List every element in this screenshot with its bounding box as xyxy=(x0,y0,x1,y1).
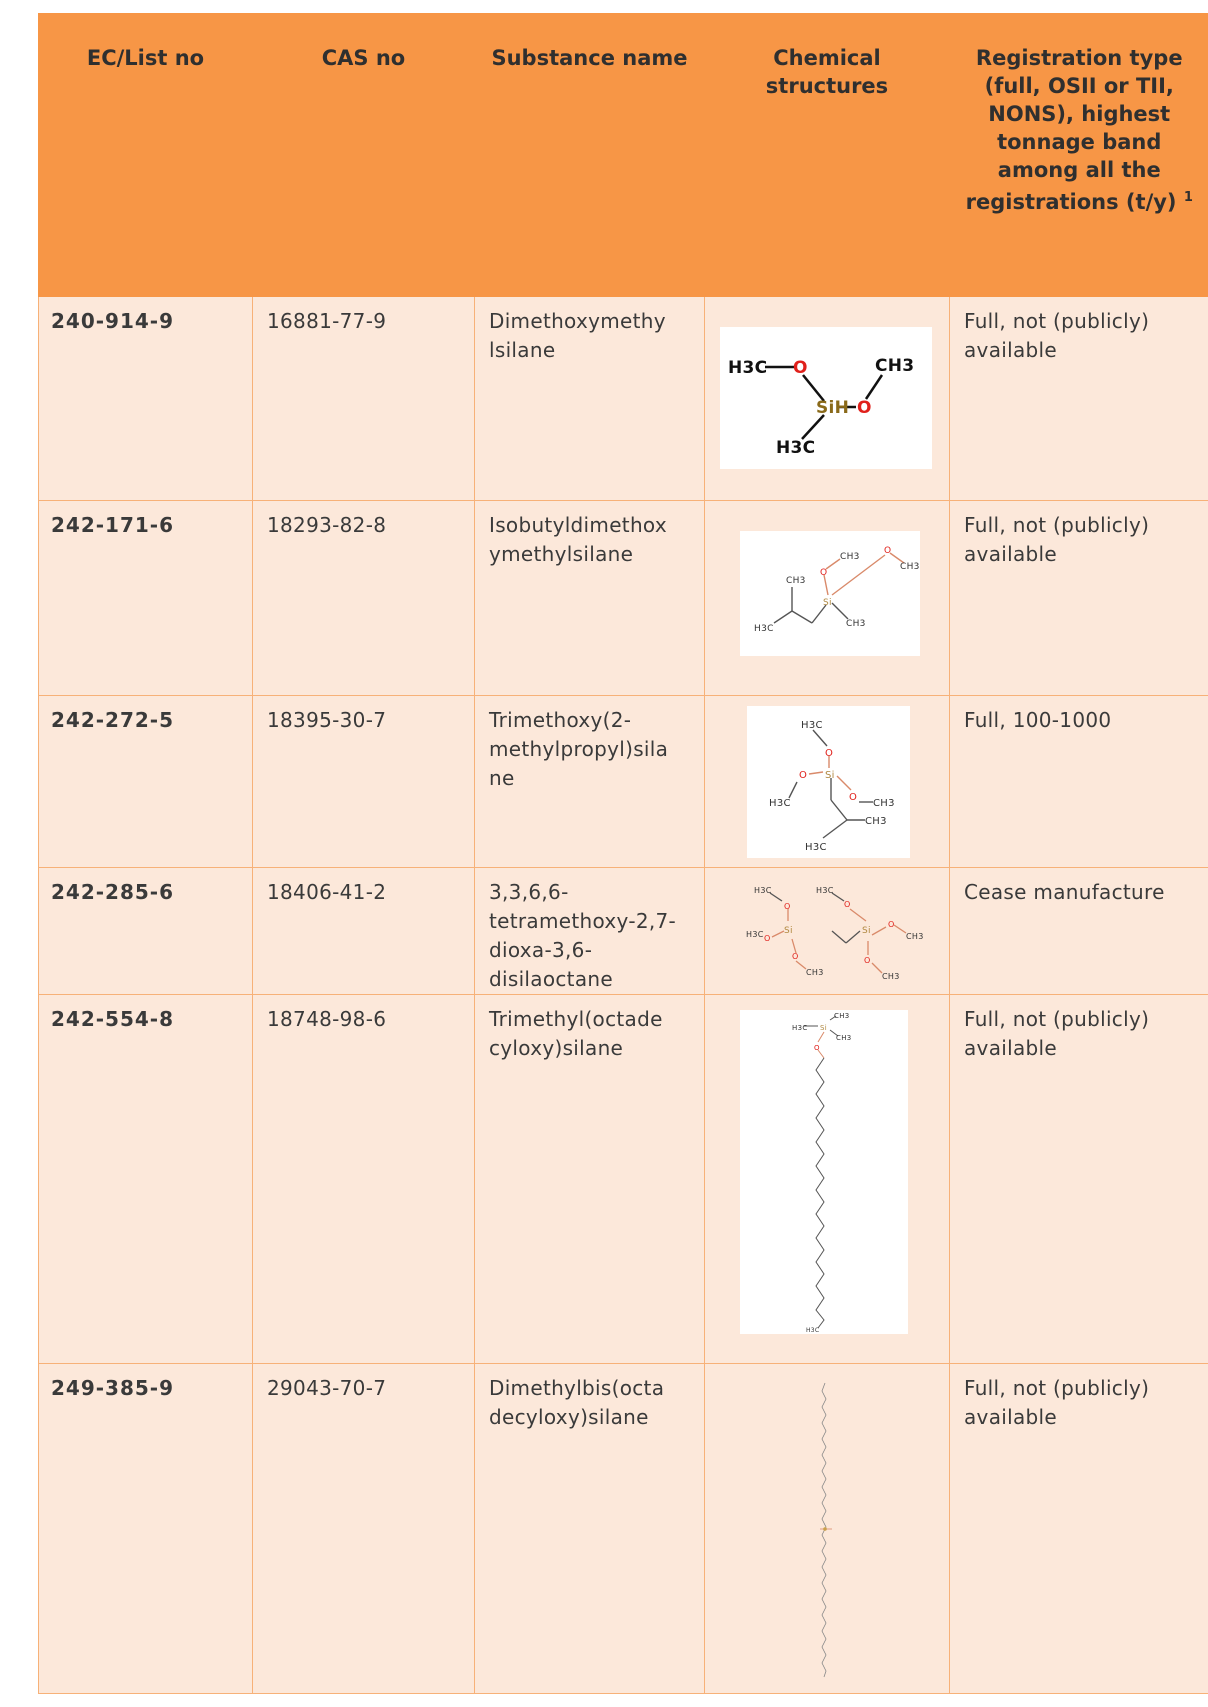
h3c-label: H3C xyxy=(746,930,764,939)
oxygen-label: O xyxy=(814,1044,820,1052)
ec-number: 242-171-6 xyxy=(38,500,253,696)
ch3-label: CH3 xyxy=(806,968,824,977)
oxygen-label: O xyxy=(857,398,872,418)
structure-image-dimethoxymethylsilane: H3C O CH3 SiH O H3C xyxy=(720,327,932,469)
silicon-label: Si xyxy=(820,1024,827,1032)
oxygen-label: O xyxy=(820,568,827,578)
header-substance-name: Substance name xyxy=(474,13,705,297)
table-row: 242-272-5 18395-30-7 Trimethoxy(2-methyl… xyxy=(38,695,1208,868)
h3c-label: H3C xyxy=(801,720,823,731)
oxygen-label: O xyxy=(884,546,891,556)
registration-type: Full, not (publicly) available xyxy=(949,500,1208,696)
structure-cell: H3C O Si O O CH3 H3C CH3 H3C xyxy=(704,695,950,868)
substance-name: Dimethylbis(octa decyloxy)silane xyxy=(474,1363,705,1694)
cas-number: 18748-98-6 xyxy=(252,994,475,1364)
oxygen-label: O xyxy=(844,900,851,909)
h3c-label: H3C xyxy=(769,798,791,809)
header-ec-list-no: EC/List no xyxy=(38,13,253,297)
ch3-label: CH3 xyxy=(873,798,895,809)
cas-number: 18406-41-2 xyxy=(252,867,475,995)
table-row: 249-385-9 29043-70-7 Dimethylbis(octa de… xyxy=(38,1363,1208,1694)
ec-number: 240-914-9 xyxy=(38,296,253,501)
h3c-label: H3C xyxy=(806,1327,819,1334)
ch3-label: CH3 xyxy=(834,1012,850,1020)
oxygen-label: O xyxy=(764,934,771,943)
cas-number: 29043-70-7 xyxy=(252,1363,475,1694)
ch3-label: CH3 xyxy=(786,576,806,586)
h3c-label: H3C xyxy=(754,624,774,634)
oxygen-label: O xyxy=(849,792,857,803)
silicon-label: Si xyxy=(784,926,793,936)
oxygen-label: O xyxy=(793,358,808,378)
cas-number: 16881-77-9 xyxy=(252,296,475,501)
substance-name: Trimethyl(octade cyloxy)silane xyxy=(474,994,705,1364)
registration-type: Full, 100-1000 xyxy=(949,695,1208,868)
h3c-label: H3C xyxy=(792,1024,808,1032)
silicon-label: Si xyxy=(862,926,871,936)
substance-name: Dimethoxymethy lsilane xyxy=(474,296,705,501)
cas-number: 18293-82-8 xyxy=(252,500,475,696)
ec-number: 242-272-5 xyxy=(38,695,253,868)
structure-cell: H3C O Si O H3C O CH3 H3C O Si O CH3 O CH… xyxy=(704,867,950,995)
table-row: 242-171-6 18293-82-8 Isobutyldimethox ym… xyxy=(38,500,1208,696)
footnote-marker: 1 xyxy=(1183,190,1193,205)
table-row: 240-914-9 16881-77-9 Dimethoxymethy lsil… xyxy=(38,296,1208,501)
structure-cell: H3C O CH3 SiH O H3C xyxy=(704,296,950,501)
silicon-label: Si xyxy=(823,598,832,608)
substance-name: Trimethoxy(2-methylpropyl)sila ne xyxy=(474,695,705,868)
ch3-label: CH3 xyxy=(900,562,920,572)
registration-type: Full, not (publicly) available xyxy=(949,994,1208,1364)
h3c-label: H3C xyxy=(754,886,772,895)
ec-number: 242-285-6 xyxy=(38,867,253,995)
cas-number: 18395-30-7 xyxy=(252,695,475,868)
structure-image-dimethylbis-octadecyloxy-silane xyxy=(810,1379,840,1679)
ch3-label: CH3 xyxy=(865,816,887,827)
ch3-label: CH3 xyxy=(840,552,860,562)
header-cas-no: CAS no xyxy=(252,13,475,297)
structure-cell: H3C Si CH3 CH3 O H3C xyxy=(704,994,950,1364)
silicon-label: Si xyxy=(825,770,835,781)
h3c-label: H3C xyxy=(728,358,767,378)
h3c-label: H3C xyxy=(816,886,834,895)
structure-image-isobutyldimethoxymethylsilane: CH3 O CH3 O CH3 Si CH3 H3C xyxy=(740,531,920,656)
registration-type: Cease manufacture xyxy=(949,867,1208,995)
table-header: EC/List no CAS no Substance name Chemica… xyxy=(38,13,1208,297)
structure-image-bis-trimethoxysilyl-ethane: H3C O Si O H3C O CH3 H3C O Si O CH3 O CH… xyxy=(740,883,925,983)
structure-image-trimethyl-octadecyloxy-silane: H3C Si CH3 CH3 O H3C xyxy=(740,1010,908,1334)
substance-name: Isobutyldimethox ymethylsilane xyxy=(474,500,705,696)
ch3-label: CH3 xyxy=(846,619,866,629)
table-row: 242-554-8 18748-98-6 Trimethyl(octade cy… xyxy=(38,994,1208,1364)
header-registration-type: Registration type (full, OSII or TII, NO… xyxy=(949,13,1208,297)
structure-image-isobutyltrimethoxysilane: H3C O Si O O CH3 H3C CH3 H3C xyxy=(747,706,910,858)
substance-name: 3,3,6,6-tetramethoxy-2,7-dioxa-3,6-disil… xyxy=(474,867,705,995)
ec-number: 249-385-9 xyxy=(38,1363,253,1694)
registration-type: Full, not (publicly) available xyxy=(949,296,1208,501)
silicon-label: SiH xyxy=(816,398,849,418)
substance-table: EC/List no CAS no Substance name Chemica… xyxy=(38,13,1208,1694)
oxygen-label: O xyxy=(784,902,791,911)
oxygen-label: O xyxy=(825,748,833,759)
header-chemical-structures: Chemical structures xyxy=(704,13,950,297)
oxygen-label: O xyxy=(888,920,895,929)
h3c-label: H3C xyxy=(776,438,815,458)
h3c-label: H3C xyxy=(805,842,827,853)
ch3-label: CH3 xyxy=(882,972,900,981)
oxygen-label: O xyxy=(799,770,807,781)
structure-cell: CH3 O CH3 O CH3 Si CH3 H3C xyxy=(704,500,950,696)
ch3-label: CH3 xyxy=(875,356,914,376)
structure-cell xyxy=(704,1363,950,1694)
oxygen-label: O xyxy=(792,952,799,961)
header-registration-text: Registration type (full, OSII or TII, NO… xyxy=(965,46,1183,214)
registration-type: Full, not (publicly) available xyxy=(949,1363,1208,1694)
table-row: 242-285-6 18406-41-2 3,3,6,6-tetramethox… xyxy=(38,867,1208,995)
ch3-label: CH3 xyxy=(906,932,924,941)
ch3-label: CH3 xyxy=(836,1034,852,1042)
ec-number: 242-554-8 xyxy=(38,994,253,1364)
oxygen-label: O xyxy=(864,956,871,965)
